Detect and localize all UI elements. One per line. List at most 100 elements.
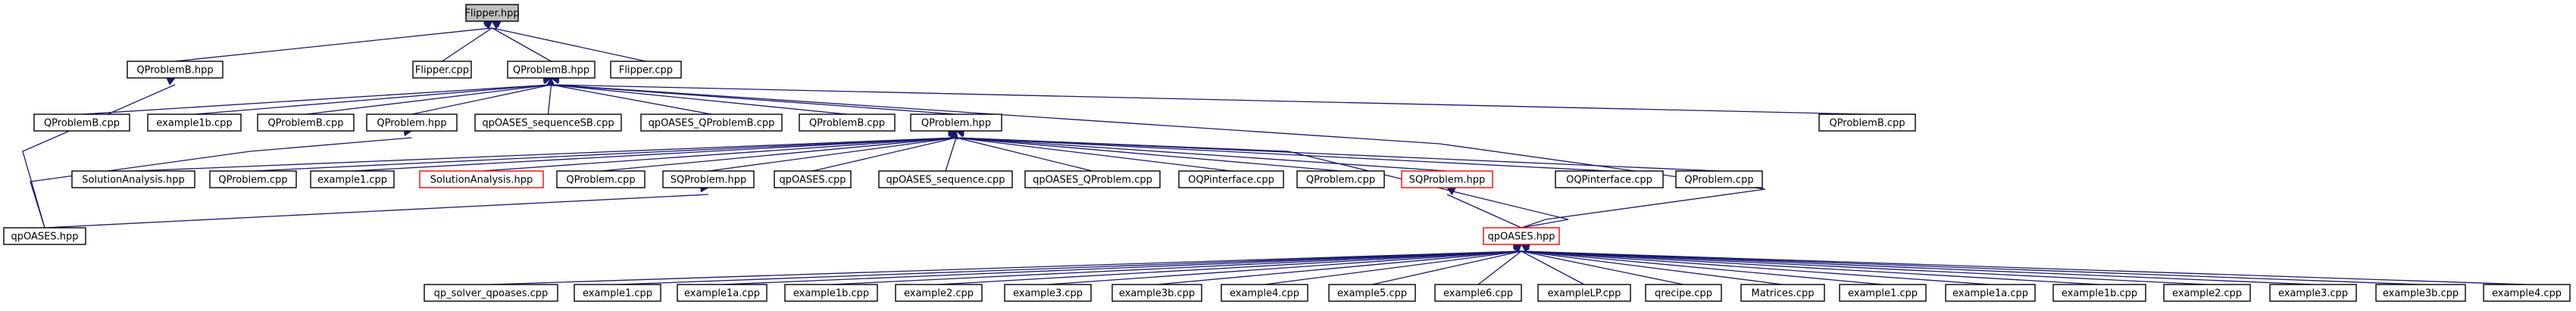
node-example1a-cpp[interactable]: example1a.cpp xyxy=(677,284,767,302)
node-example1-cpp[interactable]: example1.cpp xyxy=(1839,284,1927,302)
edge-n12-n21 xyxy=(945,137,957,172)
edge-n29-n45 xyxy=(1521,250,2100,285)
edge-n8-n28 xyxy=(30,137,412,229)
node-label: QProblemB.hpp xyxy=(136,65,213,76)
node-qproblem-hpp[interactable]: QProblem.hpp xyxy=(366,114,458,132)
node-box xyxy=(424,284,558,302)
node-example3b-cpp[interactable]: example3b.cpp xyxy=(2375,284,2466,302)
node-qpoases-qproblem-cpp[interactable]: qpOASES_QProblem.cpp xyxy=(1024,170,1161,188)
node-label: OQPinterface.cpp xyxy=(1188,175,1274,186)
node-example1-cpp[interactable]: example1.cpp xyxy=(574,284,661,302)
node-box xyxy=(1401,170,1493,188)
node-flipper-cpp[interactable]: Flipper.cpp xyxy=(610,61,682,79)
node-example1b-cpp[interactable]: example1b.cpp xyxy=(2052,284,2146,302)
node-qproblemb-cpp[interactable]: QProblemB.cpp xyxy=(1818,114,1916,132)
node-qproblem-cpp[interactable]: QProblem.cpp xyxy=(1675,170,1763,188)
node-qpoases-sequencesb-cpp[interactable]: qpOASES_sequenceSB.cpp xyxy=(474,114,622,132)
node-qrecipe-cpp[interactable]: qrecipe.cpp xyxy=(1645,284,1722,302)
node-example2-cpp[interactable]: example2.cpp xyxy=(895,284,983,302)
node-example3-cpp[interactable]: example3.cpp xyxy=(1004,284,1092,302)
node-example3b-cpp[interactable]: example3b.cpp xyxy=(1111,284,1202,302)
edge-n12-n26 xyxy=(955,137,1610,172)
node-examplelp-cpp[interactable]: exampleLP.cpp xyxy=(1537,284,1631,302)
node-qp-solver-qpoases-cpp[interactable]: qp_solver_qpoases.cpp xyxy=(424,284,558,302)
node-box xyxy=(1221,284,1308,302)
edge-n3-n7 xyxy=(305,84,552,115)
edge-n0-n2 xyxy=(442,27,492,62)
edge-n12-n16 xyxy=(352,137,957,172)
node-matrices-cpp[interactable]: Matrices.cpp xyxy=(1740,284,1825,302)
node-solutionanalysis-hpp[interactable]: SolutionAnalysis.hpp xyxy=(419,170,544,188)
node-label: example1.cpp xyxy=(1848,288,1918,300)
node-qproblemb-hpp[interactable]: QProblemB.hpp xyxy=(127,61,224,79)
node-oqpinterface-cpp[interactable]: OQPinterface.cpp xyxy=(1555,170,1664,188)
node-label: example3.cpp xyxy=(1013,288,1083,300)
edge-n29-n35 xyxy=(1047,250,1522,285)
node-example2-cpp[interactable]: example2.cpp xyxy=(2163,284,2251,302)
node-box xyxy=(1675,170,1763,188)
node-box xyxy=(33,114,130,132)
edge-n3-n13 xyxy=(551,84,1868,115)
node-qpoases-qproblemb-cpp[interactable]: qpOASES_QProblemB.cpp xyxy=(640,114,783,132)
node-sqproblem-hpp[interactable]: SQProblem.hpp xyxy=(662,170,755,188)
node-qpoases-cpp[interactable]: qpOASES.cpp xyxy=(774,170,852,188)
node-example1b-cpp[interactable]: example1b.cpp xyxy=(147,114,242,132)
node-qproblem-cpp[interactable]: QProblem.cpp xyxy=(209,170,297,188)
node-example5-cpp[interactable]: example5.cpp xyxy=(1328,284,1416,302)
node-example1a-cpp[interactable]: example1a.cpp xyxy=(1945,284,2036,302)
edge-layer xyxy=(22,17,2528,285)
node-qproblemb-cpp[interactable]: QProblemB.cpp xyxy=(257,114,355,132)
edge-n29-n34 xyxy=(938,250,1522,285)
node-qproblem-cpp[interactable]: QProblem.cpp xyxy=(556,170,646,188)
node-box xyxy=(1555,170,1664,188)
node-sqproblem-hpp[interactable]: SQProblem.hpp xyxy=(1401,170,1493,188)
node-box xyxy=(1483,227,1560,245)
edge-n12-n15 xyxy=(252,137,957,172)
node-qpoases-hpp[interactable]: qpOASES.hpp xyxy=(3,227,86,245)
edge-n29-n44 xyxy=(1521,250,1991,285)
edge-n29-n33 xyxy=(830,250,1522,285)
node-label: Flipper.cpp xyxy=(415,65,469,76)
node-box xyxy=(419,170,544,188)
node-example4-cpp[interactable]: example4.cpp xyxy=(2483,284,2571,302)
node-box xyxy=(910,114,1002,132)
node-qpoases-hpp[interactable]: qpOASES.hpp xyxy=(1483,227,1560,245)
node-label: SQProblem.hpp xyxy=(671,175,747,186)
node-label: QProblemB.cpp xyxy=(267,118,343,129)
node-label: QProblemB.cpp xyxy=(809,118,885,129)
node-label: qpOASES.hpp xyxy=(11,232,79,243)
edge-n29-n42 xyxy=(1521,250,1784,285)
node-flipper-hpp[interactable]: Flipper.hpp xyxy=(464,4,520,22)
node-qproblem-hpp[interactable]: QProblem.hpp xyxy=(910,114,1002,132)
node-example1-cpp[interactable]: example1.cpp xyxy=(310,170,395,188)
edge-n3-n8 xyxy=(411,84,552,115)
node-box xyxy=(147,114,242,132)
node-example3-cpp[interactable]: example3.cpp xyxy=(2269,284,2357,302)
edge-n3-n29 xyxy=(551,84,1766,229)
node-qproblemb-hpp[interactable]: QProblemB.hpp xyxy=(507,61,596,79)
node-flipper-cpp[interactable]: Flipper.cpp xyxy=(412,61,472,79)
node-label: example6.cpp xyxy=(1443,288,1513,300)
node-qpoases-sequence-cpp[interactable]: qpOASES_sequence.cpp xyxy=(878,170,1013,188)
node-label: example1b.cpp xyxy=(2062,288,2137,300)
edge-n29-n47 xyxy=(1521,250,2314,285)
edge-n12-n18 xyxy=(600,137,957,172)
edge-n29-n46 xyxy=(1521,250,2208,285)
node-solutionanalysis-hpp[interactable]: SolutionAnalysis.hpp xyxy=(71,170,195,188)
edge-n3-n10 xyxy=(551,84,712,115)
node-box xyxy=(1945,284,2036,302)
node-oqpinterface-cpp[interactable]: OQPinterface.cpp xyxy=(1178,170,1284,188)
node-box xyxy=(465,4,519,22)
node-qproblem-cpp[interactable]: QProblem.cpp xyxy=(1296,170,1385,188)
node-example4-cpp[interactable]: example4.cpp xyxy=(1221,284,1308,302)
node-box xyxy=(1818,114,1916,132)
node-box xyxy=(677,284,767,302)
node-label: example1.cpp xyxy=(317,175,387,186)
node-box xyxy=(1645,284,1722,302)
node-example1b-cpp[interactable]: example1b.cpp xyxy=(784,284,878,302)
node-example6-cpp[interactable]: example6.cpp xyxy=(1434,284,1522,302)
arrowhead-n25-n29 xyxy=(1446,187,1456,196)
node-qproblemb-cpp[interactable]: QProblemB.cpp xyxy=(33,114,130,132)
node-qproblemb-cpp[interactable]: QProblemB.cpp xyxy=(799,114,896,132)
node-label: QProblem.cpp xyxy=(218,175,287,186)
